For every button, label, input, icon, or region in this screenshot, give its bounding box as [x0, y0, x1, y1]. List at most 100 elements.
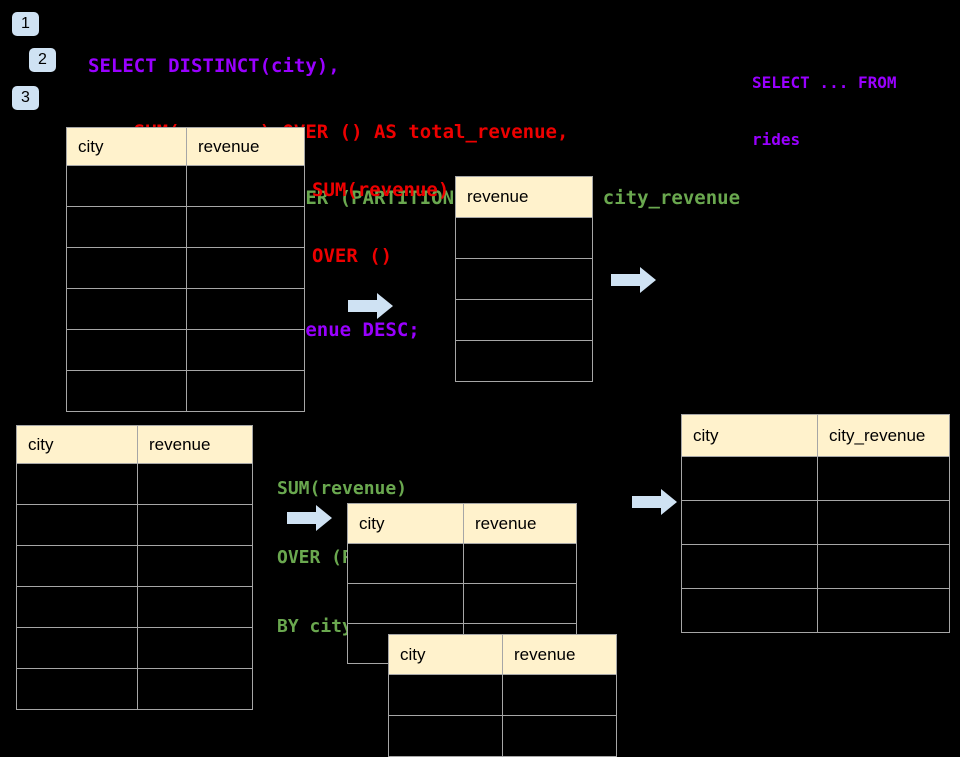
table-cell	[817, 544, 950, 589]
column-header-city: city	[681, 414, 818, 457]
table-row	[66, 288, 305, 330]
table-total-revenue-result: revenue	[455, 176, 593, 382]
table-cell	[16, 668, 138, 710]
table-cell	[681, 544, 818, 589]
table-partition-step-overlay: city revenue	[388, 634, 617, 757]
table-row	[16, 545, 253, 587]
table-row	[16, 668, 253, 710]
table-header-row: revenue	[455, 176, 593, 218]
table-cell	[455, 299, 593, 341]
table-cell	[502, 715, 617, 757]
table-cell	[66, 370, 187, 412]
table-row	[347, 583, 577, 624]
side-note-line-1: SELECT ... FROM	[752, 73, 897, 92]
table-cell	[66, 288, 187, 330]
column-header-city: city	[66, 127, 187, 166]
total-annotation-line-2: OVER ()	[312, 245, 393, 267]
partition-annotation-line-1: SUM(revenue)	[277, 478, 408, 499]
table-header-row: city revenue	[347, 503, 577, 544]
table-row	[66, 329, 305, 371]
table-cell	[502, 674, 617, 716]
total-annotation-line-1: SUM(revenue)	[312, 179, 450, 201]
table-cell	[16, 463, 138, 505]
table-cell	[16, 504, 138, 546]
table-header-row: city revenue	[388, 634, 617, 675]
arrow-right-icon	[611, 267, 656, 293]
table-row	[681, 456, 950, 501]
column-header-revenue: revenue	[186, 127, 305, 166]
table-cell	[388, 674, 503, 716]
table-cell	[186, 247, 305, 289]
table-city-revenue-result: city city_revenue	[681, 414, 950, 633]
table-cell	[137, 627, 253, 669]
column-header-revenue: revenue	[137, 425, 253, 464]
arrow-right-icon	[287, 505, 332, 531]
table-row	[455, 258, 593, 300]
sql-line-select: SELECT DISTINCT(city),	[88, 55, 340, 77]
table-cell	[137, 668, 253, 710]
table-cell	[66, 329, 187, 371]
table-cell	[16, 545, 138, 587]
step-badge-3: 3	[12, 86, 39, 110]
table-cell	[137, 545, 253, 587]
table-row	[16, 586, 253, 628]
table-row	[681, 588, 950, 633]
table-row	[681, 500, 950, 545]
table-cell	[186, 288, 305, 330]
table-cell	[186, 370, 305, 412]
table-cell	[388, 715, 503, 757]
table-row	[388, 674, 617, 716]
arrow-right-icon	[632, 489, 677, 515]
table-cell	[186, 206, 305, 248]
column-header-city: city	[347, 503, 464, 544]
table-row	[455, 340, 593, 382]
column-header-city-revenue: city_revenue	[817, 414, 950, 457]
column-header-city: city	[16, 425, 138, 464]
table-cell	[817, 500, 950, 545]
table-row	[455, 217, 593, 259]
table-cell	[66, 247, 187, 289]
table-cell	[455, 217, 593, 259]
table-source-bottom: city revenue	[16, 425, 253, 710]
table-row	[66, 247, 305, 289]
column-header-revenue: revenue	[455, 176, 593, 218]
table-cell	[347, 583, 464, 624]
column-header-revenue: revenue	[463, 503, 577, 544]
table-header-row: city revenue	[16, 425, 253, 464]
slide-canvas: { "colors": { "background": "#000000", "…	[12, 12, 950, 757]
table-cell	[186, 329, 305, 371]
table-cell	[463, 543, 577, 584]
table-cell	[681, 588, 818, 633]
table-cell	[186, 165, 305, 207]
table-source-top: city revenue	[66, 127, 305, 412]
table-cell	[817, 588, 950, 633]
table-cell	[817, 456, 950, 501]
table-row	[347, 543, 577, 584]
table-cell	[137, 504, 253, 546]
side-note: SELECT ... FROM rides	[752, 35, 897, 168]
table-cell	[463, 583, 577, 624]
table-header-row: city city_revenue	[681, 414, 950, 457]
table-row	[16, 463, 253, 505]
table-cell	[66, 165, 187, 207]
table-cell	[681, 500, 818, 545]
table-cell	[16, 586, 138, 628]
total-revenue-annotation: SUM(revenue) OVER ()	[312, 135, 449, 289]
table-cell	[137, 586, 253, 628]
table-cell	[16, 627, 138, 669]
table-row	[16, 504, 253, 546]
table-row	[455, 299, 593, 341]
table-cell	[347, 543, 464, 584]
table-row	[681, 544, 950, 589]
table-row	[16, 627, 253, 669]
table-row	[66, 370, 305, 412]
column-header-revenue: revenue	[502, 634, 617, 675]
table-cell	[681, 456, 818, 501]
table-row	[388, 715, 617, 757]
table-cell	[66, 206, 187, 248]
table-row	[66, 165, 305, 207]
step-badge-1: 1	[12, 12, 39, 36]
table-header-row: city revenue	[66, 127, 305, 166]
column-header-city: city	[388, 634, 503, 675]
side-note-line-2: rides	[752, 130, 801, 149]
